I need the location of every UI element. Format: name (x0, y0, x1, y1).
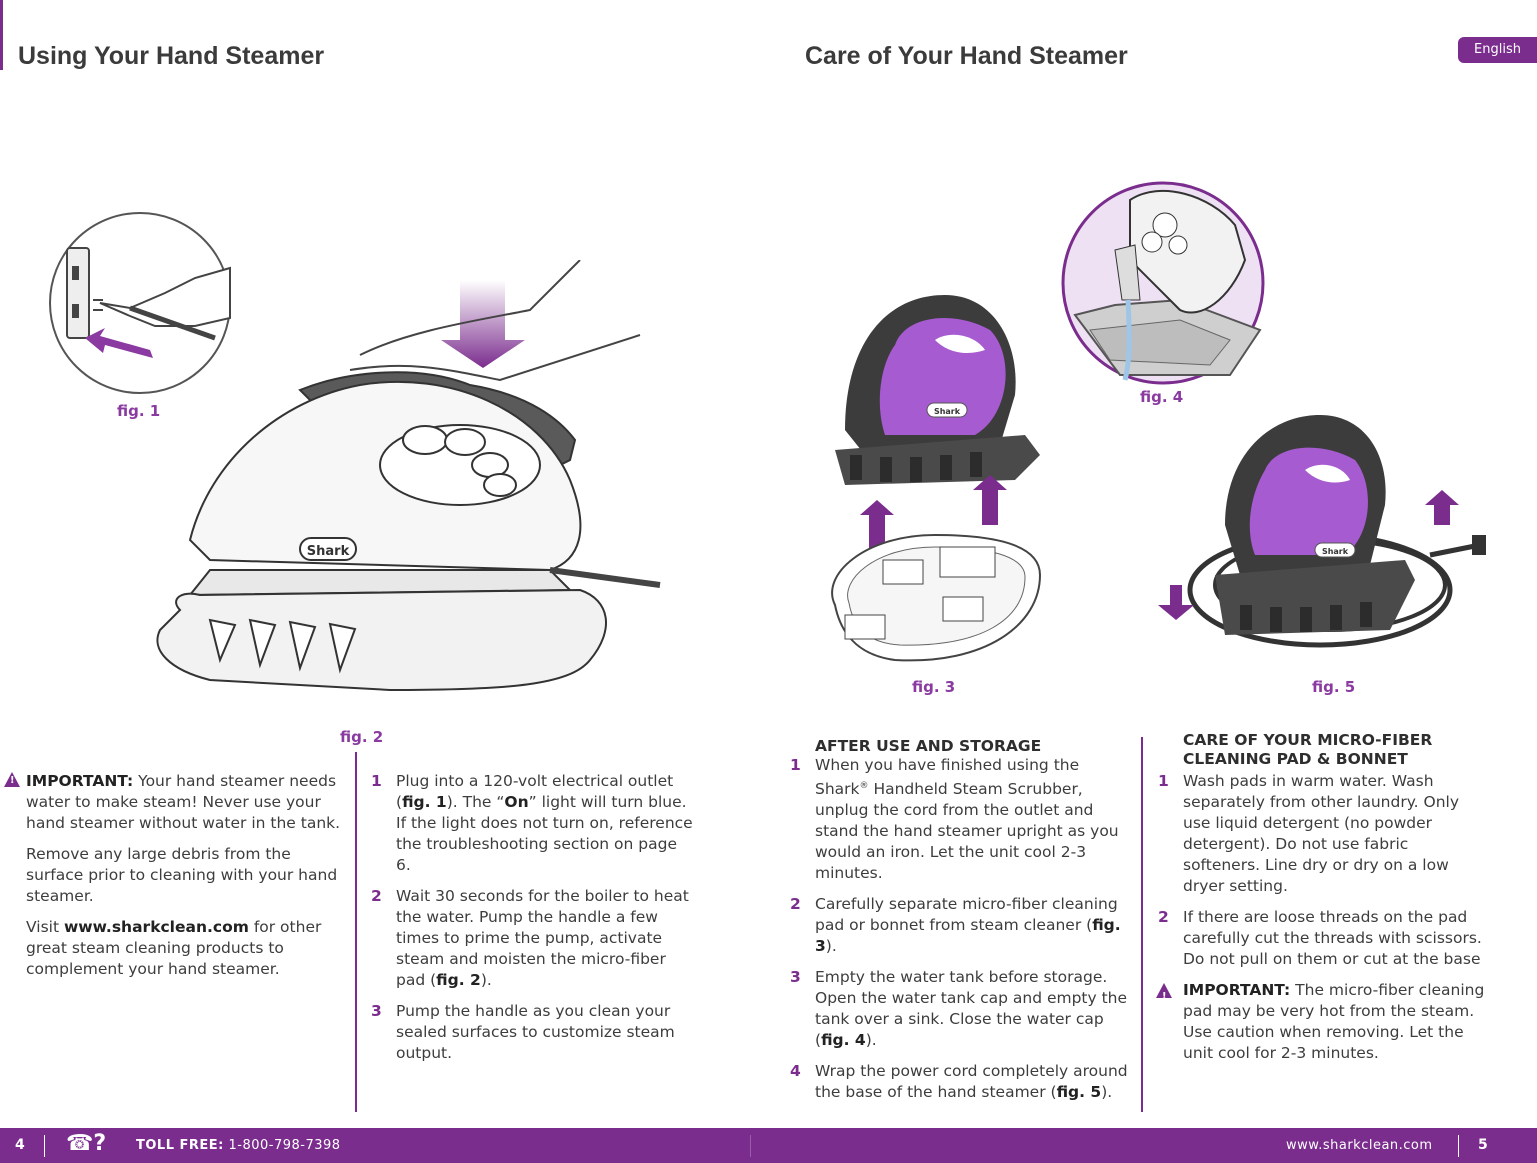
toll-free: TOLL FREE: 1-800-798-7398 (136, 1138, 341, 1153)
step-text: Wrap the power cord completely around th… (815, 1062, 1128, 1102)
fig3-pad-removal-illustration: Shark (831, 295, 1042, 662)
usage-step-3: 3 Pump the handle as you clean your seal… (358, 1001, 693, 1064)
usage-step-2: 2 Wait 30 seconds for the boiler to heat… (358, 886, 693, 991)
step-text: ). (1101, 1083, 1113, 1102)
fig2-label: fig. 2 (340, 728, 384, 746)
fig-ref: fig. 3 (815, 916, 1121, 956)
important-note: IMPORTANT: Your hand steamer needs water… (26, 771, 344, 834)
important-label: IMPORTANT: (1183, 981, 1291, 999)
care-heading: CARE OF YOUR MICRO-FIBER CLEANING PAD & … (1183, 731, 1433, 768)
footer-divider (1458, 1135, 1459, 1157)
important-warning-icon: ! (4, 772, 20, 787)
fig1-label: fig. 1 (117, 402, 161, 420)
footer-website-link[interactable]: www.sharkclean.com (1286, 1138, 1433, 1153)
fig3-brand-badge: Shark (934, 407, 961, 416)
step-text: If there are loose threads on the pad ca… (1183, 908, 1482, 968)
phone-icon: ☎? (66, 1131, 107, 1156)
storage-step-4: 4 Wrap the power cord completely around … (777, 1061, 1135, 1103)
step-text: Plug into a 120-volt electrical outlet ( (396, 772, 674, 811)
toll-free-number[interactable]: 1-800-798-7398 (223, 1138, 341, 1153)
step-number: 3 (790, 968, 801, 987)
fig5-brand-badge: Shark (1322, 547, 1349, 556)
footer-divider (44, 1135, 45, 1157)
storage-step-2: 2 Carefully separate micro-fiber cleanin… (777, 894, 1135, 957)
left-notes: IMPORTANT: Your hand steamer needs water… (26, 771, 344, 990)
step-number: 1 (790, 756, 801, 774)
debris-note: Remove any large debris from the surface… (26, 845, 338, 905)
step-number: 3 (371, 1002, 382, 1020)
step-text: Carefully separate micro-fiber cleaning … (815, 895, 1118, 935)
step-number: 1 (371, 772, 382, 790)
brand-name: Shark (815, 780, 860, 799)
on-light-label: On (504, 793, 529, 811)
care-important-note: ! IMPORTANT: The micro-fiber cleaning pa… (1145, 980, 1490, 1064)
storage-steps: 1 When you have finished using the Shark… (777, 755, 1135, 1113)
important-text: The micro-fiber cleaning pad may be very… (1183, 981, 1485, 1062)
toll-free-label: TOLL FREE: (136, 1138, 224, 1153)
footer-bar: 4 ☎? TOLL FREE: 1-800-798-7398 www.shark… (0, 1128, 1537, 1163)
page-edge-rule (0, 0, 3, 70)
registered-mark: ® (859, 781, 869, 791)
left-page-title: Using Your Hand Steamer (18, 42, 325, 70)
fig2-steamer-illustration: Shark (156, 260, 661, 692)
right-page-number: 5 (1478, 1137, 1488, 1153)
step-number: 1 (1158, 772, 1169, 790)
step-text: Empty the water tank before storage. Ope… (815, 968, 1128, 1050)
fig3-label: fig. 3 (912, 678, 956, 696)
fig5-cord-wrap-illustration: Shark (1158, 415, 1486, 648)
step-text: Wash pads in warm water. Wash separately… (1183, 772, 1460, 895)
language-tab[interactable]: English (1458, 37, 1537, 63)
step-text: Wait 30 seconds for the boiler to heat t… (396, 887, 689, 989)
step-text: Pump the handle as you clean your sealed… (396, 1002, 675, 1062)
fig-ref: fig. 5 (1056, 1083, 1102, 1102)
care-warning-icon: ! (1156, 983, 1172, 1002)
fig-ref: fig. 2 (436, 971, 481, 989)
storage-step-3: 3 Empty the water tank before storage. O… (777, 967, 1135, 1051)
fig4-label: fig. 4 (1140, 388, 1184, 406)
storage-heading: AFTER USE AND STORAGE (815, 737, 1042, 755)
column-divider-left (355, 752, 357, 1112)
step-number: 2 (1158, 908, 1169, 926)
care-steps: 1 Wash pads in warm water. Wash separate… (1145, 771, 1490, 1074)
usage-steps: 1 Plug into a 120-volt electrical outlet… (358, 771, 693, 1074)
right-page-title: Care of Your Hand Steamer (805, 42, 1128, 70)
visit-suffix: for other great steam cleaning products … (26, 918, 322, 978)
important-label: IMPORTANT: (26, 772, 134, 790)
step-text: ” light will turn blue. If the light doe… (396, 793, 693, 874)
fig4-empty-tank-illustration (1061, 181, 1265, 385)
column-divider-right (1141, 737, 1143, 1112)
care-step-2: 2 If there are loose threads on the pad … (1145, 907, 1490, 970)
fig1-plug-illustration (49, 212, 231, 394)
usage-step-1: 1 Plug into a 120-volt electrical outlet… (358, 771, 693, 876)
step-text: When you have finished using the (815, 756, 1080, 774)
step-text: ). (865, 1031, 877, 1050)
visit-note: Visit www.sharkclean.com for other great… (26, 917, 344, 980)
step-text: ). (825, 937, 837, 956)
important-text: Your hand steamer needs water to make st… (26, 772, 341, 832)
care-step-1: 1 Wash pads in warm water. Wash separate… (1145, 771, 1490, 897)
step-text: ). (480, 971, 492, 989)
left-page-number: 4 (15, 1137, 25, 1153)
fig5-label: fig. 5 (1312, 678, 1356, 696)
spine-divider (750, 1135, 751, 1157)
storage-step-1: 1 When you have finished using the Shark… (777, 755, 1135, 884)
website-link[interactable]: www.sharkclean.com (63, 918, 249, 936)
fig-ref: fig. 4 (821, 1031, 866, 1050)
step-number: 4 (790, 1062, 801, 1081)
fig-ref: fig. 1 (402, 793, 447, 811)
step-number: 2 (790, 895, 801, 914)
step-text: ). The “ (446, 793, 505, 811)
fig2-brand-badge: Shark (307, 544, 350, 559)
step-number: 2 (371, 887, 382, 905)
step-text: Handheld Steam Scrubber, unplug the cord… (815, 780, 1119, 883)
visit-prefix: Visit (26, 918, 64, 936)
